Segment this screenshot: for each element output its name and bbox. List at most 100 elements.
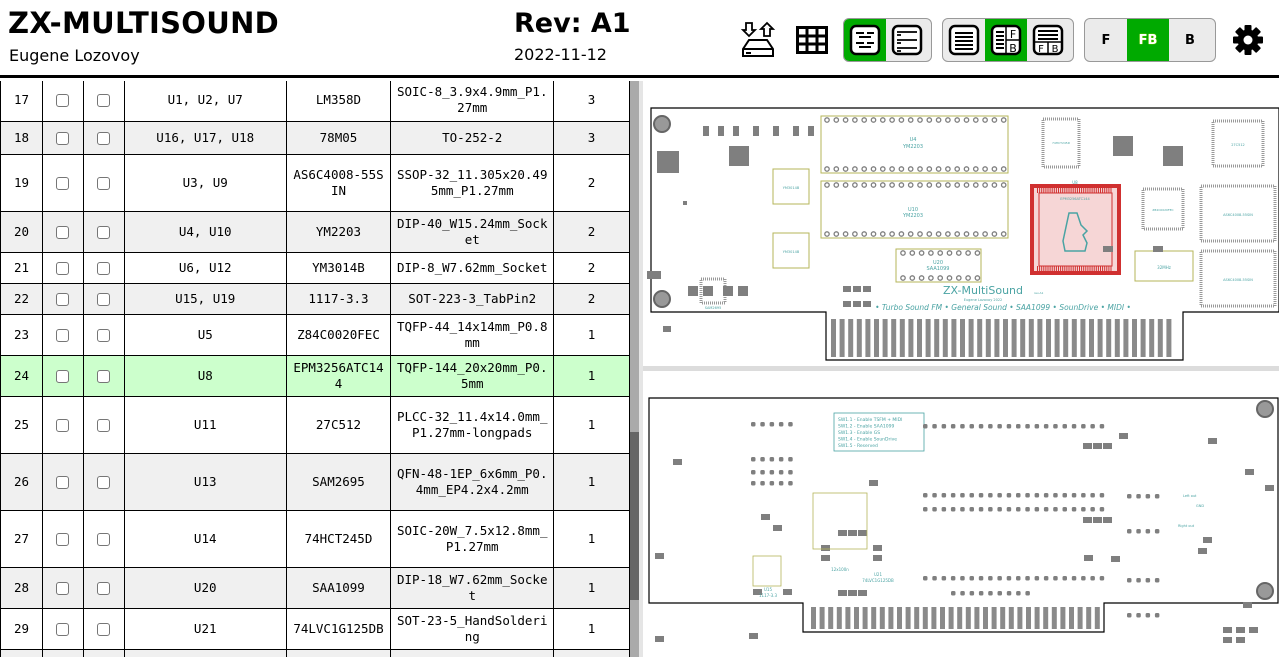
placed-checkbox[interactable] xyxy=(97,533,111,546)
pad xyxy=(1053,424,1058,429)
sourced-checkbox[interactable] xyxy=(56,132,70,145)
pad xyxy=(941,424,947,429)
row-number-cell: 28 xyxy=(0,567,43,609)
vertical-splitter[interactable] xyxy=(639,81,643,657)
placed-checkbox[interactable] xyxy=(97,293,111,306)
settings-button[interactable] xyxy=(1228,20,1268,60)
pin xyxy=(954,231,961,237)
sourced-checkbox[interactable] xyxy=(56,582,70,595)
row-number-cell: 25 xyxy=(0,396,43,454)
placed-checkbox[interactable] xyxy=(97,582,111,595)
sourced-checkbox[interactable] xyxy=(56,329,70,342)
pad xyxy=(950,424,956,429)
pad xyxy=(988,576,993,581)
placed-checkbox[interactable] xyxy=(97,94,111,107)
smd-pad xyxy=(1208,438,1217,444)
smd-pad xyxy=(863,301,871,307)
sourced-checkbox[interactable] xyxy=(56,419,70,432)
horizontal-splitter[interactable] xyxy=(643,366,1279,371)
footprint-cell: SOIC-8_3.9x4.9mm_P1.27mm xyxy=(390,81,555,122)
placed-checkbox[interactable] xyxy=(97,623,111,636)
value-cell: AS6C4008-55SIN xyxy=(285,154,392,212)
sourced-checkbox[interactable] xyxy=(56,94,70,107)
sourced-checkbox[interactable] xyxy=(56,533,70,546)
back-side-button[interactable]: B xyxy=(1169,19,1211,61)
pad xyxy=(1025,591,1030,596)
front-side-button[interactable]: F xyxy=(1085,19,1127,61)
front-canvas[interactable]: U4 YM2203 U10 YM2203 U20 SAA1099 EPM3256… xyxy=(643,81,1279,550)
smd-pad xyxy=(843,286,851,292)
smd-pad xyxy=(1223,637,1232,643)
sourced-checkbox[interactable] xyxy=(56,226,70,239)
references-cell: U5 xyxy=(123,314,287,356)
sourced-checkbox[interactable] xyxy=(56,476,70,489)
sourced-checkbox[interactable] xyxy=(56,177,70,190)
placed-checkbox[interactable] xyxy=(97,132,111,145)
placed-checkbox[interactable] xyxy=(97,329,111,342)
sourced-checkbox[interactable] xyxy=(56,293,70,306)
bom-only-button[interactable] xyxy=(943,19,985,61)
upload-download-button[interactable] xyxy=(738,20,778,60)
pad xyxy=(1043,507,1049,512)
quantity-cell: 1 xyxy=(553,453,630,511)
pad xyxy=(1053,576,1058,581)
bom-scrollbar-thumb[interactable] xyxy=(630,432,639,600)
bom-left-fb-right-button[interactable]: F B xyxy=(985,19,1027,61)
pin xyxy=(991,117,998,123)
smd-pad xyxy=(761,514,770,520)
pad xyxy=(960,507,965,512)
sourced-checkbox[interactable] xyxy=(56,623,70,636)
smd-pad xyxy=(1093,443,1102,449)
pad xyxy=(950,576,956,581)
svg-text:1117-3.3: 1117-3.3 xyxy=(759,593,777,598)
smd-pad xyxy=(663,326,671,332)
pad xyxy=(969,576,974,581)
pad xyxy=(1016,507,1021,512)
pad xyxy=(978,493,984,498)
bom-row[interactable]: 30X132MHzOscillator SMD 70501 xyxy=(0,649,630,657)
u3-footprint xyxy=(1199,184,1277,243)
sourced-checkbox[interactable] xyxy=(56,370,70,383)
group-by-value-button[interactable] xyxy=(844,19,886,61)
pad xyxy=(1081,507,1086,512)
row-number-cell: 20 xyxy=(0,211,43,253)
placed-checkbox[interactable] xyxy=(97,226,111,239)
grid-button[interactable] xyxy=(792,20,832,60)
smd-pad xyxy=(1119,433,1128,439)
ungrouped-button[interactable] xyxy=(886,19,928,61)
placed-checkbox[interactable] xyxy=(97,262,111,275)
placed-checkbox[interactable] xyxy=(97,177,111,190)
sourced-checkbox-cell xyxy=(41,510,84,568)
pin xyxy=(852,117,858,123)
pin xyxy=(963,231,970,237)
svg-text:74HCT245D: 74HCT245D xyxy=(1052,141,1071,145)
svg-text:F: F xyxy=(1010,28,1016,41)
placed-checkbox[interactable] xyxy=(97,370,111,383)
bom-top-fb-bottom-button[interactable]: F B xyxy=(1027,19,1069,61)
revision: Rev: A1 xyxy=(514,8,631,39)
placed-checkbox[interactable] xyxy=(97,419,111,432)
placed-checkbox[interactable] xyxy=(97,476,111,489)
front-back-side-button[interactable]: FB xyxy=(1127,19,1169,61)
sourced-checkbox[interactable] xyxy=(56,262,70,275)
bom-scrollbar[interactable] xyxy=(630,81,639,657)
pin xyxy=(842,117,849,123)
edge-finger xyxy=(1149,319,1155,357)
pin xyxy=(917,182,923,188)
front-side-label: F xyxy=(1101,32,1111,48)
